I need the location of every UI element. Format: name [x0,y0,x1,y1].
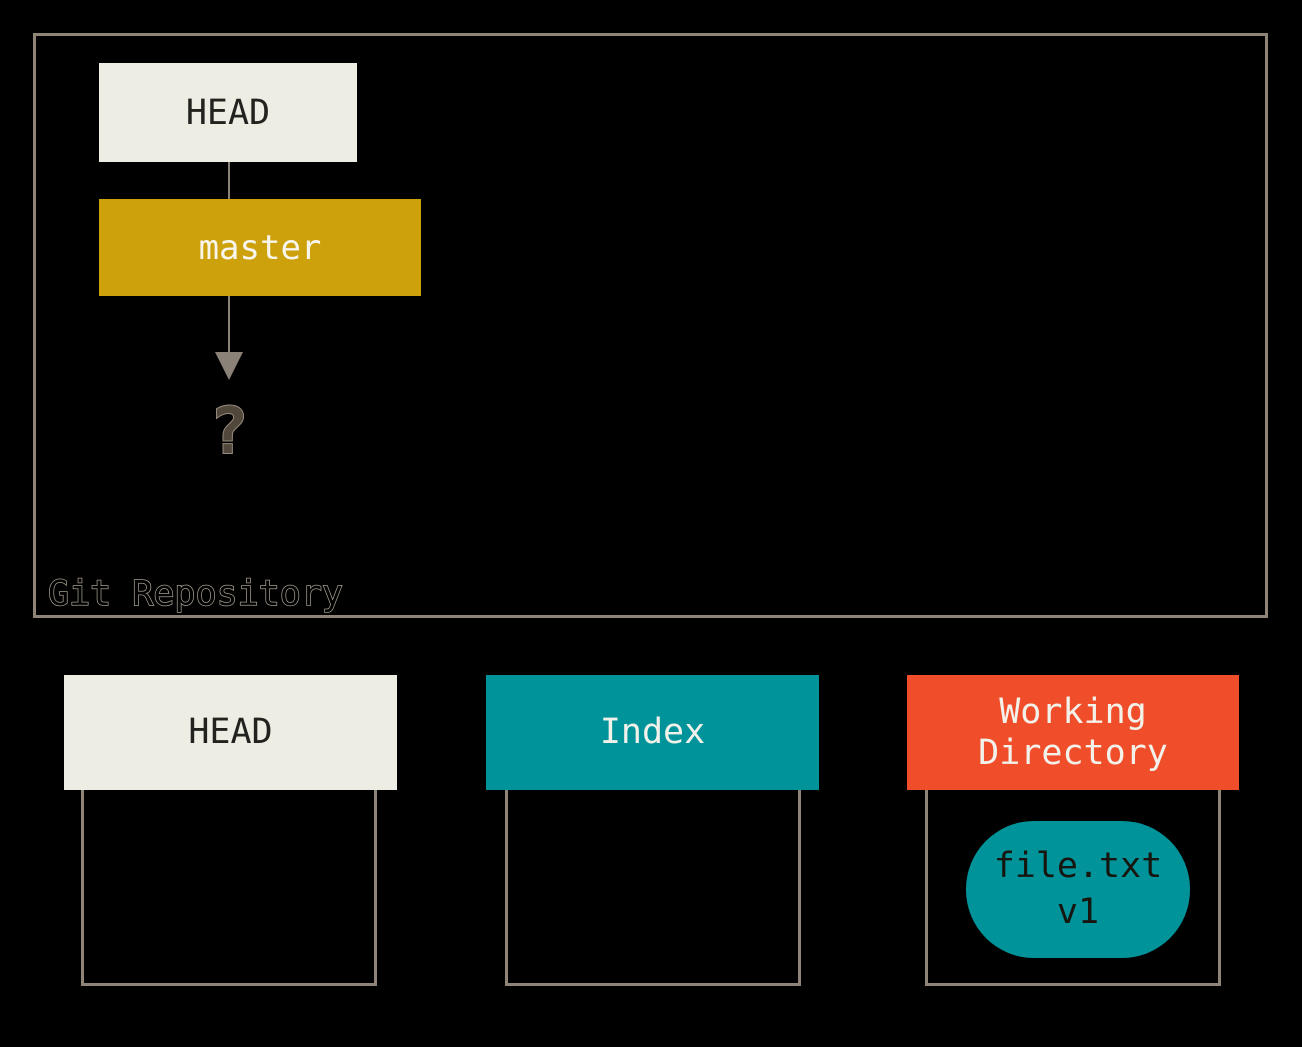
index-area-outline [505,790,801,986]
arrow-down-icon [215,352,243,380]
master-branch-label: master [198,227,322,268]
file-version-label: v1 [1056,891,1100,932]
working-directory-area-label: Working Directory [978,692,1168,773]
git-repository-label: Git Repository [47,573,344,615]
unknown-commit-mark: ? [209,395,250,469]
index-area-label: Index [599,712,706,753]
master-branch-box: master [99,199,421,296]
head-area-header: HEAD [64,675,397,790]
working-directory-area-header: Working Directory [907,675,1239,790]
index-area-header: Index [486,675,819,790]
head-ref-label: HEAD [185,92,271,133]
head-to-master-connector [228,162,230,200]
head-area-outline [81,790,377,986]
master-to-commit-connector [228,296,230,353]
head-area-label: HEAD [188,712,273,753]
working-directory-area-outline [925,790,1221,986]
head-ref-box: HEAD [99,63,357,162]
git-repository-container [33,33,1268,618]
file-blob: file.txt v1 [966,821,1190,958]
file-name-label: file.txt [993,846,1163,886]
